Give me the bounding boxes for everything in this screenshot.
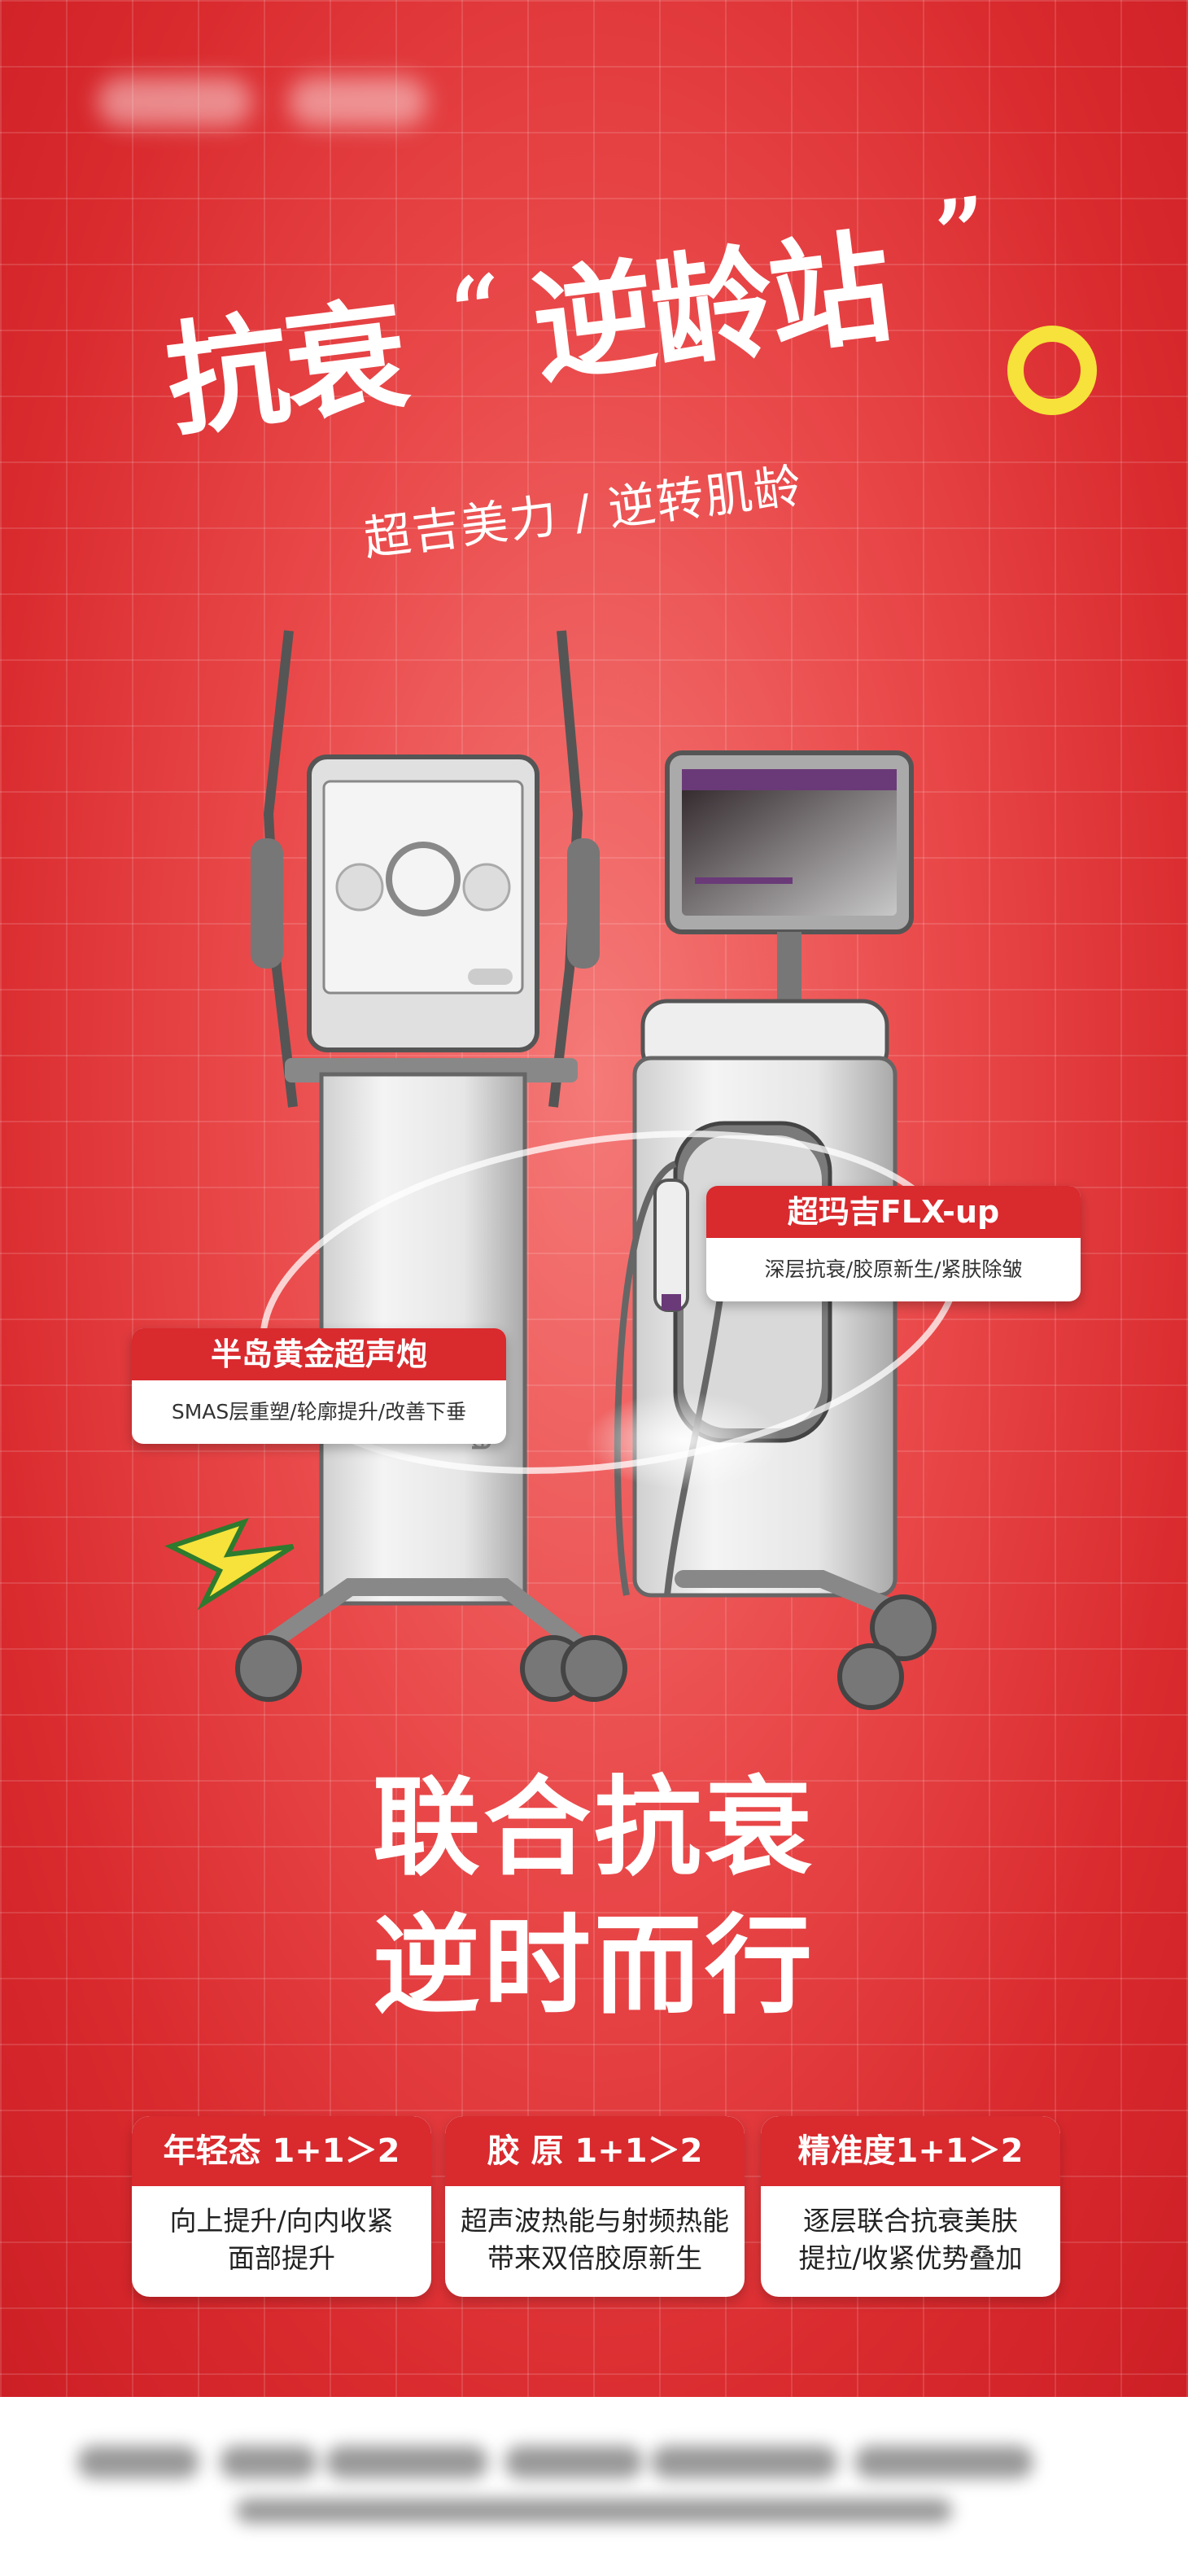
feature-card-precision: 精准度1+1＞2 逐层联合抗衰美肤 提拉/收紧优势叠加 (761, 2116, 1060, 2297)
poster-background: 抗衰 “ 逆龄站 ” 超吉美力 / 逆转肌龄 (0, 0, 1188, 2397)
open-quote: “ (445, 253, 509, 365)
device-right-card: 超玛吉FLX-up 深层抗衰/胶原新生/紧肤除皱 (706, 1186, 1081, 1301)
feature-desc-line: 面部提升 (228, 2242, 335, 2274)
slogan-line2: 逆时而行 (373, 1904, 815, 2029)
feature-title: 年轻态 1+1＞2 (132, 2116, 431, 2186)
blurred-footer-text (651, 2446, 838, 2478)
device-left-name: 半岛黄金超声炮 (132, 1328, 506, 1380)
feature-desc-line: 向上提升/向内收紧 (169, 2205, 394, 2237)
blurred-footer-text (504, 2446, 643, 2478)
device-right-name: 超玛吉FLX-up (706, 1186, 1081, 1238)
device-right-desc: 深层抗衰/胶原新生/紧肤除皱 (764, 1257, 1023, 1281)
device-illustration: insula (164, 630, 961, 1710)
blurred-footer-subtext (236, 2499, 952, 2523)
headline-part1: 抗衰 (159, 282, 413, 454)
feature-card-youth: 年轻态 1+1＞2 向上提升/向内收紧 面部提升 (132, 2116, 431, 2297)
footer (0, 2397, 1188, 2576)
feature-desc-line: 带来双倍胶原新生 (487, 2242, 702, 2274)
feature-card-collagen: 胶 原 1+1＞2 超声波热能与射频热能 带来双倍胶原新生 (445, 2116, 745, 2297)
feature-desc: 向上提升/向内收紧 面部提升 (132, 2186, 431, 2277)
blurred-footer-text (77, 2446, 199, 2478)
lightning-bolt-icon (164, 1517, 295, 1611)
blurred-footer-text (854, 2446, 1033, 2478)
left-machine (235, 630, 600, 1702)
device-left-desc: SMAS层重塑/轮廓提升/改善下垂 (171, 1400, 467, 1424)
blurred-footer-text (325, 2446, 488, 2478)
feature-desc: 逐层联合抗衰美肤 提拉/收紧优势叠加 (761, 2186, 1060, 2277)
blurred-footer-text (220, 2446, 317, 2478)
feature-title: 精准度1+1＞2 (761, 2116, 1060, 2186)
close-quote: ” (929, 176, 994, 287)
blurred-logo (98, 77, 252, 126)
feature-desc-line: 逐层联合抗衰美肤 (803, 2205, 1018, 2237)
feature-desc-line: 超声波热能与射频热能 (461, 2205, 729, 2237)
yellow-ring-icon (1007, 326, 1097, 415)
feature-desc: 超声波热能与射频热能 带来双倍胶原新生 (445, 2186, 745, 2277)
feature-desc-line: 提拉/收紧优势叠加 (798, 2242, 1023, 2274)
feature-title: 胶 原 1+1＞2 (445, 2116, 745, 2186)
blurred-brand-name (289, 77, 427, 126)
device-left-card: 半岛黄金超声炮 SMAS层重塑/轮廓提升/改善下垂 (132, 1328, 506, 1444)
slogan-line1: 联合抗衰 (373, 1765, 815, 1891)
